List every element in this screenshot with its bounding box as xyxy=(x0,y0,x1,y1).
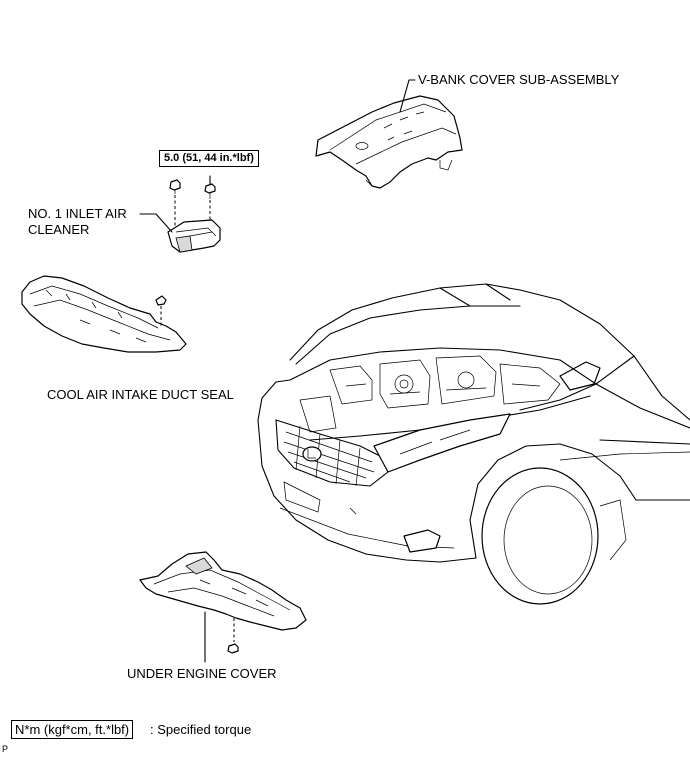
v-bank-cover-part xyxy=(315,95,463,189)
under-cover-bolt xyxy=(227,643,239,654)
duct-seal-clip xyxy=(155,295,167,306)
torque-legend-box: N*m (kgf*cm, ft.*lbf) xyxy=(11,720,134,739)
bolt-top-left xyxy=(169,179,181,194)
inlet-air-cleaner-label-line2: CLEANER xyxy=(28,222,90,237)
torque-spec-box: 5.0 (51, 44 in.*lbf) xyxy=(159,150,259,167)
inlet-air-cleaner-leader xyxy=(139,213,173,233)
bolt-torque xyxy=(204,183,216,199)
v-bank-cover-label: V-BANK COVER SUB-ASSEMBLY xyxy=(418,72,620,87)
inlet-air-cleaner-part xyxy=(167,219,221,253)
torque-legend-description: : Specified torque xyxy=(150,722,252,737)
cool-air-intake-duct-seal-label: COOL AIR INTAKE DUCT SEAL xyxy=(47,387,234,402)
inlet-air-cleaner-label-line1: NO. 1 INLET AIR xyxy=(28,206,127,221)
under-engine-cover-part xyxy=(139,551,307,631)
cool-air-intake-duct-seal-part xyxy=(21,275,187,353)
v-bank-cover-leader xyxy=(399,79,416,113)
vehicle-illustration xyxy=(257,283,690,605)
under-engine-cover-label: UNDER ENGINE COVER xyxy=(127,666,277,681)
corner-mark: P xyxy=(2,744,9,754)
